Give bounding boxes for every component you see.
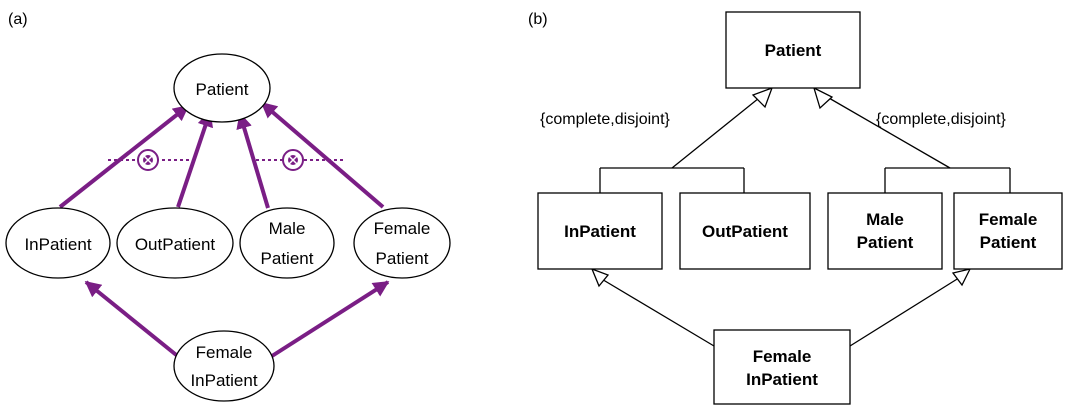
svg-text:InPatient: InPatient	[746, 370, 818, 389]
svg-text:InPatient: InPatient	[564, 222, 636, 241]
node-male-patient-a: Male Patient	[239, 207, 335, 279]
svg-text:Patient: Patient	[980, 233, 1037, 252]
svg-text:OutPatient: OutPatient	[702, 222, 788, 241]
svg-text:InPatient: InPatient	[190, 371, 257, 390]
node-outpatient-b: OutPatient	[679, 192, 811, 270]
svg-text:Patient: Patient	[765, 41, 822, 60]
svg-text:Female: Female	[979, 210, 1038, 229]
inheritance-triangle-icon	[590, 267, 610, 288]
node-inpatient-b: InPatient	[537, 192, 663, 270]
node-female-patient-a: Female Patient	[353, 207, 451, 279]
svg-text:Female: Female	[196, 343, 253, 362]
svg-text:Patient: Patient	[857, 233, 914, 252]
inheritance-triangle-icon	[751, 86, 774, 109]
arrow-malepatient-to-patient	[236, 112, 270, 209]
inheritance-triangle-icon	[812, 86, 834, 110]
svg-text:Patient: Patient	[261, 249, 314, 268]
arrow-femaleinpatient-to-inpatient	[84, 280, 182, 360]
svg-text:OutPatient: OutPatient	[135, 235, 216, 254]
node-female-inpatient-b: Female InPatient	[713, 329, 851, 405]
svg-text:Male: Male	[269, 219, 306, 238]
svg-text:Patient: Patient	[376, 249, 429, 268]
node-female-inpatient-a: Female InPatient	[173, 330, 275, 402]
arrow-femalepatient-to-patient	[260, 101, 385, 209]
panel-b: (b) {complete,disjoint} {complete,d	[528, 11, 1063, 405]
disjoint-marker-right	[256, 149, 344, 171]
panel-b-connectors	[599, 93, 1011, 347]
panel-a-arrows	[58, 101, 390, 360]
node-inpatient-a: InPatient	[5, 207, 111, 279]
disjoint-marker-left	[108, 149, 198, 171]
panel-a: (a) Patient	[5, 11, 451, 402]
svg-text:Female: Female	[374, 219, 431, 238]
constraint-label-left: {complete,disjoint}	[540, 111, 671, 128]
svg-text:InPatient: InPatient	[24, 235, 91, 254]
svg-text:Patient: Patient	[196, 80, 249, 99]
svg-text:Female: Female	[753, 347, 812, 366]
svg-text:Male: Male	[866, 210, 904, 229]
node-female-patient-b: Female Patient	[953, 192, 1063, 270]
panel-a-label: (a)	[8, 11, 28, 28]
node-patient-a: Patient	[173, 53, 271, 123]
constraint-label-right: {complete,disjoint}	[876, 111, 1007, 128]
inheritance-triangle-icon	[951, 268, 972, 287]
arrow-inpatient-to-patient	[58, 104, 190, 209]
panel-b-triangle-heads	[590, 86, 972, 288]
node-male-patient-b: Male Patient	[827, 192, 943, 270]
panel-b-label: (b)	[528, 11, 548, 28]
arrow-femaleinpatient-to-femalepatient	[270, 280, 390, 358]
node-patient-b: Patient	[725, 11, 861, 89]
node-outpatient-a: OutPatient	[116, 207, 234, 279]
